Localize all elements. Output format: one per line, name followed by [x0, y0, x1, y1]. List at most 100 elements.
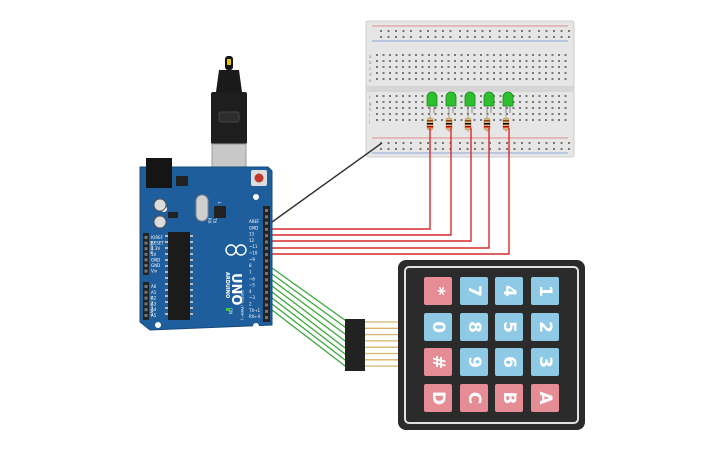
breadboard-hole[interactable]	[545, 54, 547, 56]
rail-hole[interactable]	[513, 148, 516, 150]
header-pin[interactable]	[144, 269, 148, 273]
keypad-wire-2[interactable]	[271, 273, 350, 331]
rail-hole[interactable]	[419, 36, 422, 38]
key-face[interactable]	[424, 348, 452, 376]
breadboard-hole[interactable]	[486, 66, 489, 68]
keypad-key[interactable]: 3	[531, 348, 559, 376]
rail-hole[interactable]	[442, 30, 444, 32]
breadboard-hole[interactable]	[415, 66, 417, 68]
rail-hole[interactable]	[459, 30, 461, 32]
key-face[interactable]	[495, 384, 523, 412]
breadboard-hole[interactable]	[493, 78, 495, 80]
breadboard-hole[interactable]	[519, 113, 521, 115]
breadboard-hole[interactable]	[454, 60, 456, 62]
breadboard-hole[interactable]	[460, 66, 463, 68]
breadboard-hole[interactable]	[473, 107, 476, 109]
breadboard-hole[interactable]	[525, 101, 528, 103]
breadboard-hole[interactable]	[389, 60, 391, 62]
breadboard-hole[interactable]	[545, 101, 547, 103]
breadboard-hole[interactable]	[558, 60, 560, 62]
rail-hole[interactable]	[553, 36, 555, 38]
breadboard-hole[interactable]	[434, 54, 437, 56]
header-pin[interactable]	[144, 241, 148, 245]
breadboard-hole[interactable]	[415, 78, 417, 80]
breadboard-hole[interactable]	[493, 54, 495, 56]
breadboard-hole[interactable]	[389, 72, 391, 74]
breadboard-hole[interactable]	[519, 78, 521, 80]
header-pin[interactable]	[265, 221, 268, 225]
breadboard-hole[interactable]	[545, 119, 547, 121]
rail-hole[interactable]	[434, 30, 437, 32]
breadboard-hole[interactable]	[512, 78, 515, 80]
breadboard-hole[interactable]	[545, 66, 547, 68]
rail-hole[interactable]	[442, 142, 444, 144]
breadboard-hole[interactable]	[564, 72, 567, 74]
rail-hole[interactable]	[498, 142, 501, 144]
breadboard-hole[interactable]	[402, 101, 404, 103]
breadboard-hole[interactable]	[382, 54, 385, 56]
key-face[interactable]	[460, 384, 488, 412]
header-pin[interactable]	[265, 259, 268, 263]
breadboard-hole[interactable]	[525, 119, 528, 121]
breadboard-hole[interactable]	[434, 113, 437, 115]
breadboard-hole[interactable]	[460, 107, 463, 109]
header-pin[interactable]	[144, 258, 148, 262]
breadboard-hole[interactable]	[441, 54, 443, 56]
breadboard-hole[interactable]	[551, 60, 554, 62]
breadboard-hole[interactable]	[395, 101, 398, 103]
breadboard-hole[interactable]	[376, 66, 378, 68]
rail-hole[interactable]	[419, 148, 422, 150]
breadboard-hole[interactable]	[441, 72, 443, 74]
breadboard-hole[interactable]	[545, 95, 547, 97]
breadboard-hole[interactable]	[551, 78, 554, 80]
breadboard-hole[interactable]	[382, 107, 385, 109]
rail-hole[interactable]	[434, 142, 437, 144]
breadboard-hole[interactable]	[408, 113, 411, 115]
rail-hole[interactable]	[481, 36, 484, 38]
breadboard-hole[interactable]	[486, 54, 489, 56]
breadboard-hole[interactable]	[389, 95, 391, 97]
breadboard-hole[interactable]	[512, 101, 515, 103]
header-pin[interactable]	[265, 316, 268, 320]
rail-hole[interactable]	[395, 30, 397, 32]
breadboard-hole[interactable]	[428, 78, 430, 80]
header-pin[interactable]	[265, 246, 268, 250]
breadboard-hole[interactable]	[454, 66, 456, 68]
breadboard-hole[interactable]	[447, 60, 450, 62]
keypad-key[interactable]: D	[424, 384, 452, 412]
keypad-key[interactable]: 9	[460, 348, 488, 376]
breadboard-hole[interactable]	[480, 101, 482, 103]
rail-hole[interactable]	[449, 36, 452, 38]
breadboard-hole[interactable]	[558, 107, 560, 109]
rail-hole[interactable]	[395, 142, 397, 144]
breadboard-hole[interactable]	[532, 95, 534, 97]
header-pin[interactable]	[265, 278, 268, 282]
rail-hole[interactable]	[489, 36, 491, 38]
keypad-key[interactable]: 0	[424, 313, 452, 341]
breadboard-hole[interactable]	[454, 78, 456, 80]
breadboard-hole[interactable]	[382, 72, 385, 74]
breadboard-hole[interactable]	[428, 60, 430, 62]
breadboard-hole[interactable]	[525, 95, 528, 97]
breadboard-hole[interactable]	[473, 60, 476, 62]
header-pin[interactable]	[265, 215, 268, 219]
breadboard-hole[interactable]	[499, 95, 502, 97]
breadboard-hole[interactable]	[506, 107, 508, 109]
breadboard-hole[interactable]	[545, 107, 547, 109]
breadboard-hole[interactable]	[447, 66, 450, 68]
rail-hole[interactable]	[481, 30, 484, 32]
header-pin[interactable]	[144, 285, 148, 288]
breadboard-hole[interactable]	[506, 66, 508, 68]
rail-hole[interactable]	[380, 148, 382, 150]
breadboard-hole[interactable]	[506, 54, 508, 56]
rail-hole[interactable]	[560, 148, 563, 150]
breadboard-hole[interactable]	[538, 95, 541, 97]
arduino-uno-board[interactable]: ARDUINO UNO ON TX RX L DIGITAL (PWM~) PO…	[139, 56, 273, 331]
rail-hole[interactable]	[498, 30, 501, 32]
breadboard-hole[interactable]	[558, 101, 560, 103]
keypad-key[interactable]: 1	[531, 277, 559, 305]
breadboard-hole[interactable]	[395, 95, 398, 97]
breadboard-hole[interactable]	[545, 72, 547, 74]
breadboard-hole[interactable]	[473, 54, 476, 56]
breadboard-hole[interactable]	[415, 101, 417, 103]
